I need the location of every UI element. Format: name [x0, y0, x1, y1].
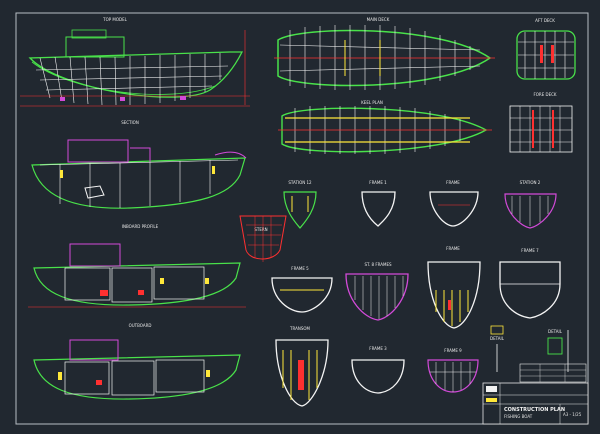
detail-2[interactable]: DETAIL — [547, 329, 569, 372]
section-label: DETAIL — [490, 336, 505, 341]
section-label: TRANSOM — [289, 326, 310, 331]
section-label: FRAME 3 — [369, 346, 387, 351]
mid-profile-view[interactable]: INBOARD PROFILE — [28, 224, 246, 308]
detail-1[interactable]: DETAIL — [490, 325, 505, 372]
title-block[interactable]: CONSTRUCTION PLAN FISHING BOAT A3 - 1/25 — [482, 382, 589, 425]
top-profile-view[interactable]: TOP MODEL — [20, 17, 250, 107]
section-label: FRAME — [446, 180, 460, 185]
section-label: FRAME — [446, 246, 460, 251]
section-6[interactable]: FRAME 5 — [271, 266, 333, 313]
view-label: SECTION — [121, 120, 139, 125]
section-label: FRAME 5 — [291, 266, 309, 271]
bottom-plan-view[interactable]: KEEL PLAN — [278, 100, 492, 154]
section-7[interactable]: ST. 8 FRAMES — [345, 262, 409, 321]
section-label: FRAME 9 — [444, 348, 462, 353]
view-label: OUTBOARD — [129, 323, 152, 328]
section-5[interactable]: STERN — [239, 215, 287, 262]
section-label: FRAME 7 — [521, 248, 539, 253]
view-label: TOP MODEL — [102, 17, 127, 22]
section-label: STATION 2 — [520, 180, 541, 185]
section-10[interactable]: TRANSOM — [275, 326, 329, 407]
view-label: AFT DECK — [535, 18, 555, 23]
section-label: DETAIL — [548, 329, 563, 334]
notes-table — [519, 363, 587, 383]
view-label: INBOARD PROFILE — [122, 224, 159, 229]
drawing-border — [15, 12, 589, 425]
section-profile-view[interactable]: SECTION — [31, 120, 247, 209]
section-11[interactable]: FRAME 3 — [351, 346, 405, 394]
title-block-sheet: A3 - 1/25 — [563, 412, 582, 417]
section-8[interactable]: FRAME — [427, 246, 481, 329]
section-label: STATION 12 — [288, 180, 312, 185]
bottom-profile-view[interactable]: OUTBOARD — [33, 323, 241, 400]
section-12[interactable]: FRAME 9 — [427, 348, 479, 393]
title-block-title: CONSTRUCTION PLAN — [504, 407, 565, 413]
section-label: ST. 8 FRAMES — [364, 262, 392, 267]
section-label: FRAME 1 — [369, 180, 387, 185]
section-9[interactable]: FRAME 7 — [499, 248, 561, 319]
section-4[interactable]: STATION 2 — [504, 180, 557, 229]
view-label: KEEL PLAN — [361, 100, 383, 105]
small-frames-view[interactable]: FORE DECK — [509, 92, 573, 153]
title-block-subtitle: FISHING BOAT — [504, 414, 533, 419]
section-3[interactable]: FRAME — [429, 180, 479, 227]
small-plan-view[interactable]: AFT DECK — [516, 18, 576, 80]
section-2[interactable]: FRAME 1 — [361, 180, 396, 227]
view-label: MAIN DECK — [367, 17, 390, 22]
top-plan-view[interactable]: MAIN DECK — [274, 17, 495, 90]
view-label: FORE DECK — [533, 92, 556, 97]
section-label: STERN — [254, 227, 267, 232]
section-1[interactable]: STATION 12 — [283, 180, 317, 229]
